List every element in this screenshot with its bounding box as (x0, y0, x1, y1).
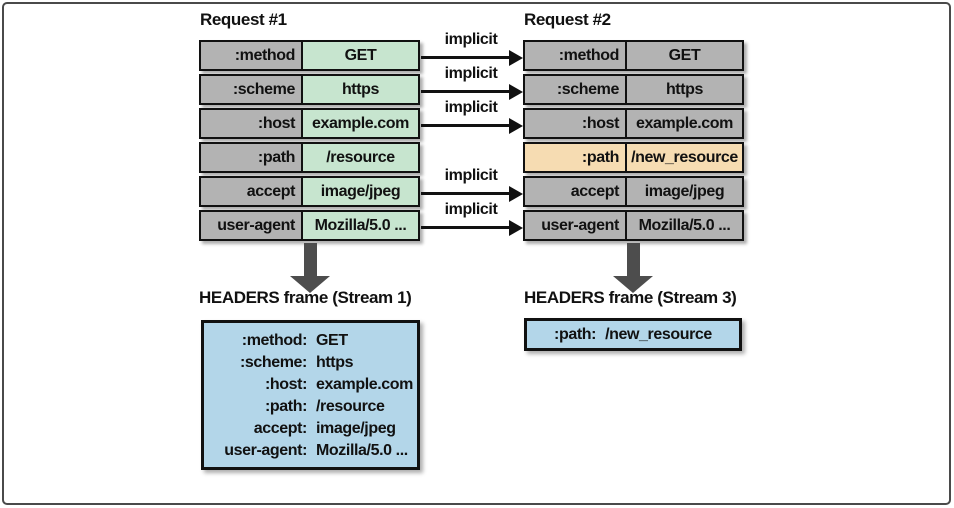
implicit-arrow-icon (421, 185, 523, 202)
table-row: :scheme https (523, 74, 744, 105)
implicit-arrow-icon (421, 49, 523, 66)
arrow-head-icon (509, 219, 523, 236)
header-name: :host (525, 110, 627, 137)
header-name: :scheme (201, 76, 303, 103)
frame-key: :method: (241, 332, 308, 349)
table-row: :host example.com (199, 108, 420, 139)
headers-frame2-title: HEADERS frame (Stream 3) (524, 288, 737, 307)
header-name: accept (201, 178, 303, 205)
header-name: :method (201, 42, 303, 69)
header-value: /resource (303, 144, 418, 171)
frame-key: accept: (253, 420, 308, 437)
table-row: :method GET (523, 40, 744, 71)
frame-key: :path: (554, 325, 597, 343)
frame-row: accept: image/jpeg (204, 418, 417, 440)
frame-key: user-agent: (224, 442, 307, 459)
request1-title: Request #1 (200, 10, 287, 29)
table-row: accept image/jpeg (199, 176, 420, 207)
table-row: :method GET (199, 40, 420, 71)
header-value: https (627, 76, 742, 103)
header-name: :path (201, 144, 303, 171)
header-value: GET (303, 42, 418, 69)
request1-table: :method GET :scheme https :host example.… (199, 40, 420, 244)
table-row: user-agent Mozilla/5.0 ... (523, 210, 744, 241)
implicit-arrow-icon (421, 219, 523, 236)
header-value: example.com (627, 110, 742, 137)
headers-frame1-title: HEADERS frame (Stream 1) (199, 288, 412, 307)
frame-row: user-agent: Mozilla/5.0 ... (204, 440, 417, 462)
frame-value: image/jpeg (316, 420, 396, 437)
header-value: image/jpeg (627, 178, 742, 205)
arrow-head-icon (509, 49, 523, 66)
table-row: :path /resource (199, 142, 420, 173)
frame-value: /new_resource (605, 325, 712, 343)
implicit-label: implicit (444, 201, 498, 218)
header-name: :host (201, 110, 303, 137)
headers-frame2-box: :path: /new_resource (524, 318, 742, 351)
table-row: :host example.com (523, 108, 744, 139)
frame-row: :scheme: https (204, 352, 417, 374)
implicit-arrow-icon (421, 117, 523, 134)
frame-key: :host: (264, 376, 307, 393)
frame-value: example.com (316, 376, 413, 393)
frame-value: Mozilla/5.0 ... (316, 442, 408, 459)
frame-value: GET (316, 332, 348, 349)
implicit-label: implicit (444, 99, 498, 116)
header-name: :method (525, 42, 627, 69)
headers-frame1-box: :method: GET :scheme: https :host: examp… (201, 320, 420, 470)
header-name: user-agent (525, 212, 627, 239)
table-row: user-agent Mozilla/5.0 ... (199, 210, 420, 241)
header-name: accept (525, 178, 627, 205)
header-value: Mozilla/5.0 ... (303, 212, 418, 239)
implicit-arrow-icon (421, 83, 523, 100)
table-row: accept image/jpeg (523, 176, 744, 207)
arrow-head-icon (509, 117, 523, 134)
frame-value: https (316, 354, 354, 371)
frame-row: :path: /new_resource (554, 324, 712, 346)
implicit-label: implicit (444, 167, 498, 184)
table-row: :scheme https (199, 74, 420, 105)
header-name: user-agent (201, 212, 303, 239)
down-arrow-icon (613, 243, 653, 293)
header-value: /new_resource (627, 144, 742, 171)
header-name: :path (525, 144, 627, 171)
header-value: GET (627, 42, 742, 69)
header-value: image/jpeg (303, 178, 418, 205)
header-value: Mozilla/5.0 ... (627, 212, 742, 239)
request2-table: :method GET :scheme https :host example.… (523, 40, 744, 244)
arrow-head-icon (509, 185, 523, 202)
header-value: example.com (303, 110, 418, 137)
frame-row: :host: example.com (204, 374, 417, 396)
implicit-label: implicit (444, 65, 498, 82)
header-name: :scheme (525, 76, 627, 103)
down-arrow-icon (290, 243, 330, 293)
frame-row: :path: /resource (204, 396, 417, 418)
frame-row: :method: GET (204, 330, 417, 352)
frame-key: :scheme: (239, 354, 307, 371)
implicit-label: implicit (444, 31, 498, 48)
frame-value: /resource (316, 398, 385, 415)
arrow-head-icon (509, 83, 523, 100)
request2-title: Request #2 (524, 10, 611, 29)
frame-key: :path: (264, 398, 307, 415)
table-row-highlighted: :path /new_resource (523, 142, 744, 173)
header-value: https (303, 76, 418, 103)
